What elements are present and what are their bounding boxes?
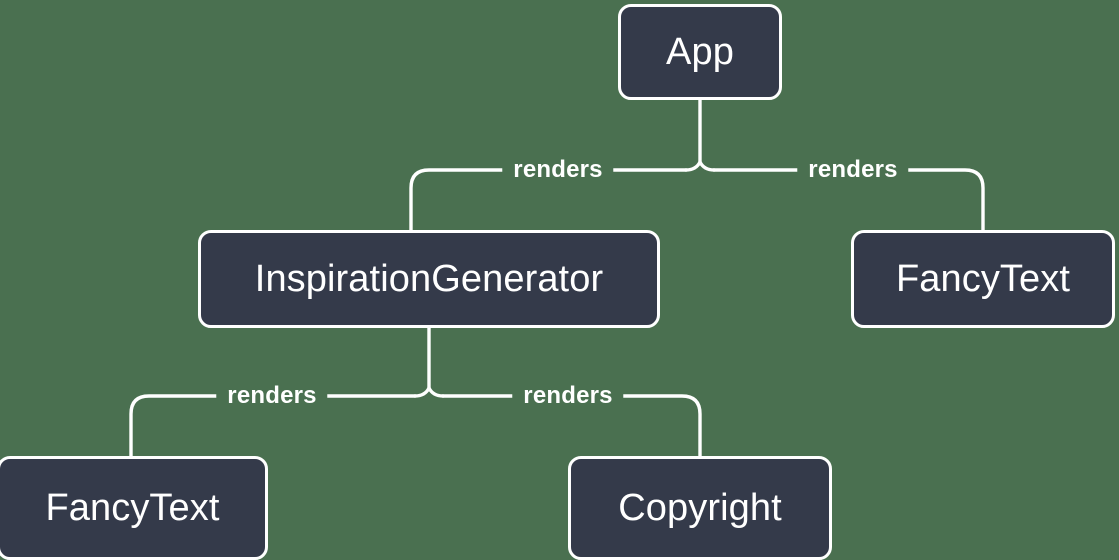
edge-label-app-inspirationgenerator: renders: [502, 158, 614, 182]
node-copyright[interactable]: Copyright: [568, 456, 832, 560]
node-fancytext-bottom-left[interactable]: FancyText: [0, 456, 268, 560]
edge-label-app-fancytext: renders: [797, 158, 909, 182]
node-app[interactable]: App: [618, 4, 782, 100]
wire-bottom-junction: [413, 386, 445, 398]
node-inspirationgenerator[interactable]: InspirationGenerator: [198, 230, 660, 328]
edge-label-inspirationgenerator-fancytext: renders: [216, 384, 328, 408]
wire-top-junction: [684, 160, 716, 172]
edge-label-inspirationgenerator-copyright: renders: [512, 384, 624, 408]
node-fancytext-right[interactable]: FancyText: [851, 230, 1115, 328]
